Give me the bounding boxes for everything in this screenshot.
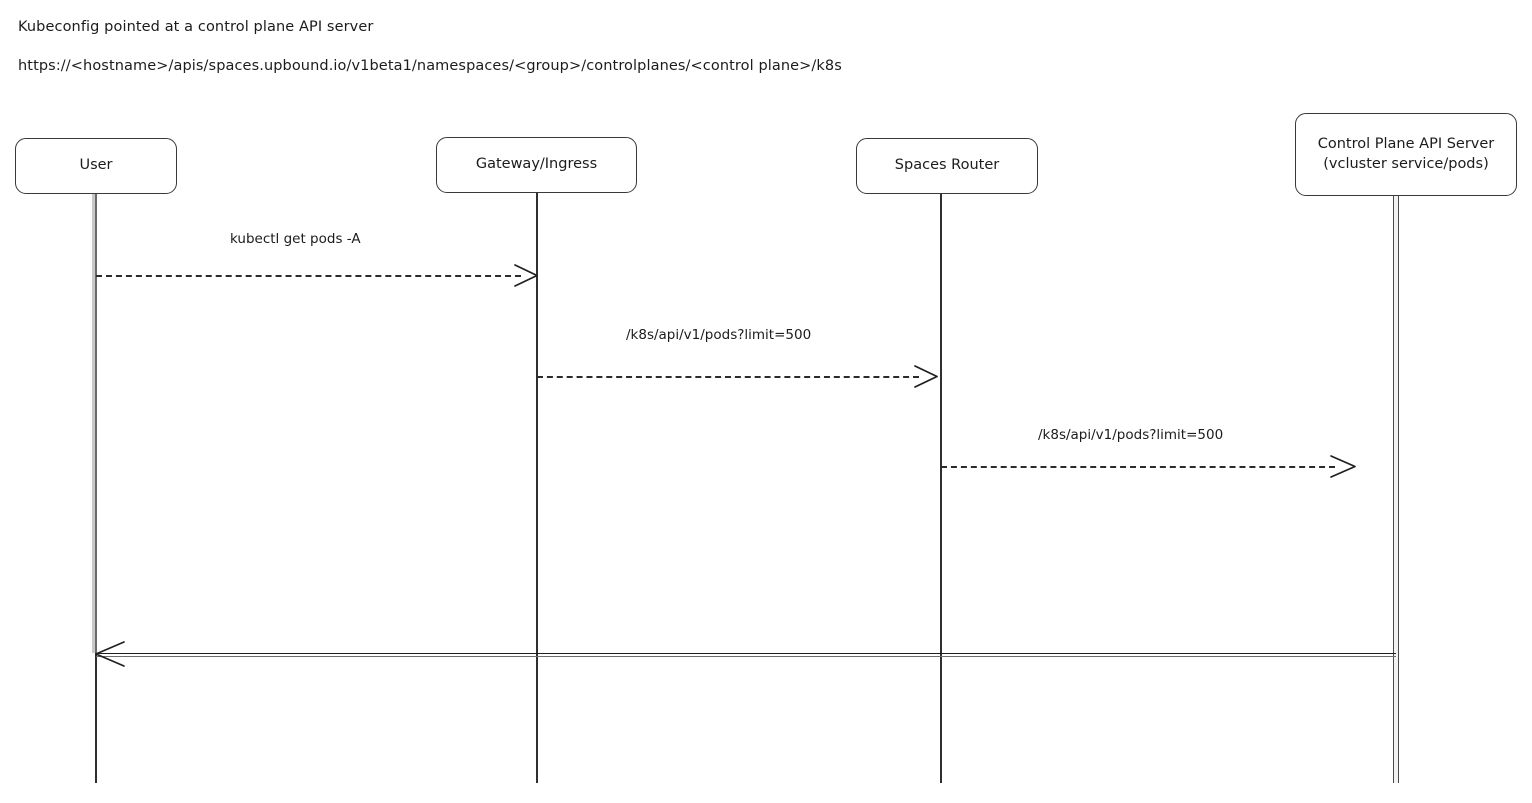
message-line-3 [941,466,1335,468]
message-label-3: /k8s/api/v1/pods?limit=500 [1038,427,1224,443]
participant-box-spaces-router[interactable]: Spaces Router [856,138,1038,194]
participant-label-spaces-router: Spaces Router [894,157,1000,174]
lifeline-user-activation [92,193,97,653]
arrowhead-right-1 [513,262,543,290]
lifeline-spaces-router [940,165,942,783]
arrowhead-right-2 [913,363,943,391]
message-label-1: kubectl get pods -A [230,231,361,247]
message-line-2 [537,376,919,378]
participant-box-user[interactable]: User [15,138,177,194]
participant-box-gateway[interactable]: Gateway/Ingress [436,137,637,193]
participant-label-control-plane: Control Plane API Server (vcluster servi… [1317,136,1495,172]
arrowhead-right-3 [1329,453,1361,481]
participant-label-gateway: Gateway/Ingress [475,156,598,173]
diagram-caption-title: Kubeconfig pointed at a control plane AP… [18,19,374,35]
participant-label-user: User [79,157,113,174]
lifeline-gateway [536,165,538,783]
message-line-4-return [96,653,1396,657]
message-label-2: /k8s/api/v1/pods?limit=500 [626,327,812,343]
lifeline-control-plane [1393,165,1400,783]
diagram-caption-url: https://<hostname>/apis/spaces.upbound.i… [18,58,842,74]
participant-box-control-plane[interactable]: Control Plane API Server (vcluster servi… [1295,113,1517,196]
arrowhead-left-4 [94,640,126,670]
message-line-1 [96,275,521,277]
